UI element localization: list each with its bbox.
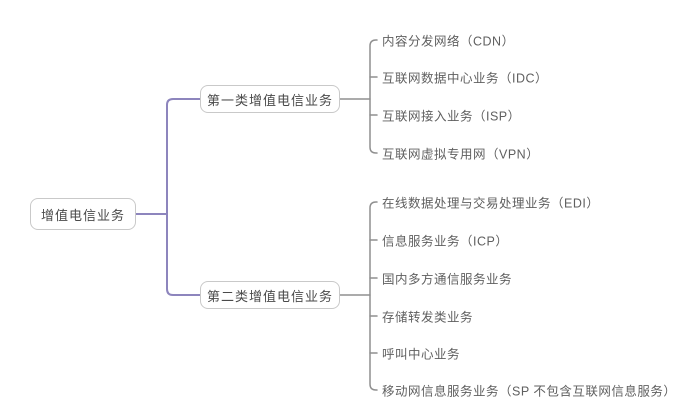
leaf-node-icp[interactable]: 信息服务业务（ICP） [382, 234, 509, 249]
leaf-node-multiparty-comm[interactable]: 国内多方通信服务业务 [382, 272, 513, 287]
root-node-label: 增值电信业务 [40, 207, 125, 223]
trunk-connector [135, 98, 201, 296]
leaf-node-mobile-sp[interactable]: 移动网信息服务业务（SP 不包含互联网信息服务） [382, 384, 677, 399]
branch-node-label: 第二类增值电信业务 [206, 288, 333, 304]
branch-node-category-2[interactable]: 第二类增值电信业务 [200, 281, 340, 309]
leaf-node-store-forward[interactable]: 存储转发类业务 [382, 310, 474, 325]
leaf-node-isp[interactable]: 互联网接入业务（ISP） [382, 109, 521, 124]
branch-node-category-1[interactable]: 第一类增值电信业务 [200, 85, 340, 113]
branch-2-connector [339, 201, 378, 391]
leaf-node-call-center[interactable]: 呼叫中心业务 [382, 347, 461, 362]
leaf-node-vpn[interactable]: 互联网虚拟专用网（VPN） [382, 147, 540, 162]
branch-1-connector [339, 39, 378, 154]
leaf-node-idc[interactable]: 互联网数据中心业务（IDC） [382, 71, 549, 86]
branch-node-label: 第一类增值电信业务 [206, 92, 333, 108]
leaf-node-edi[interactable]: 在线数据处理与交易处理业务（EDI） [382, 196, 600, 211]
root-node[interactable]: 增值电信业务 [30, 198, 136, 230]
leaf-node-cdn[interactable]: 内容分发网络（CDN） [382, 34, 515, 49]
